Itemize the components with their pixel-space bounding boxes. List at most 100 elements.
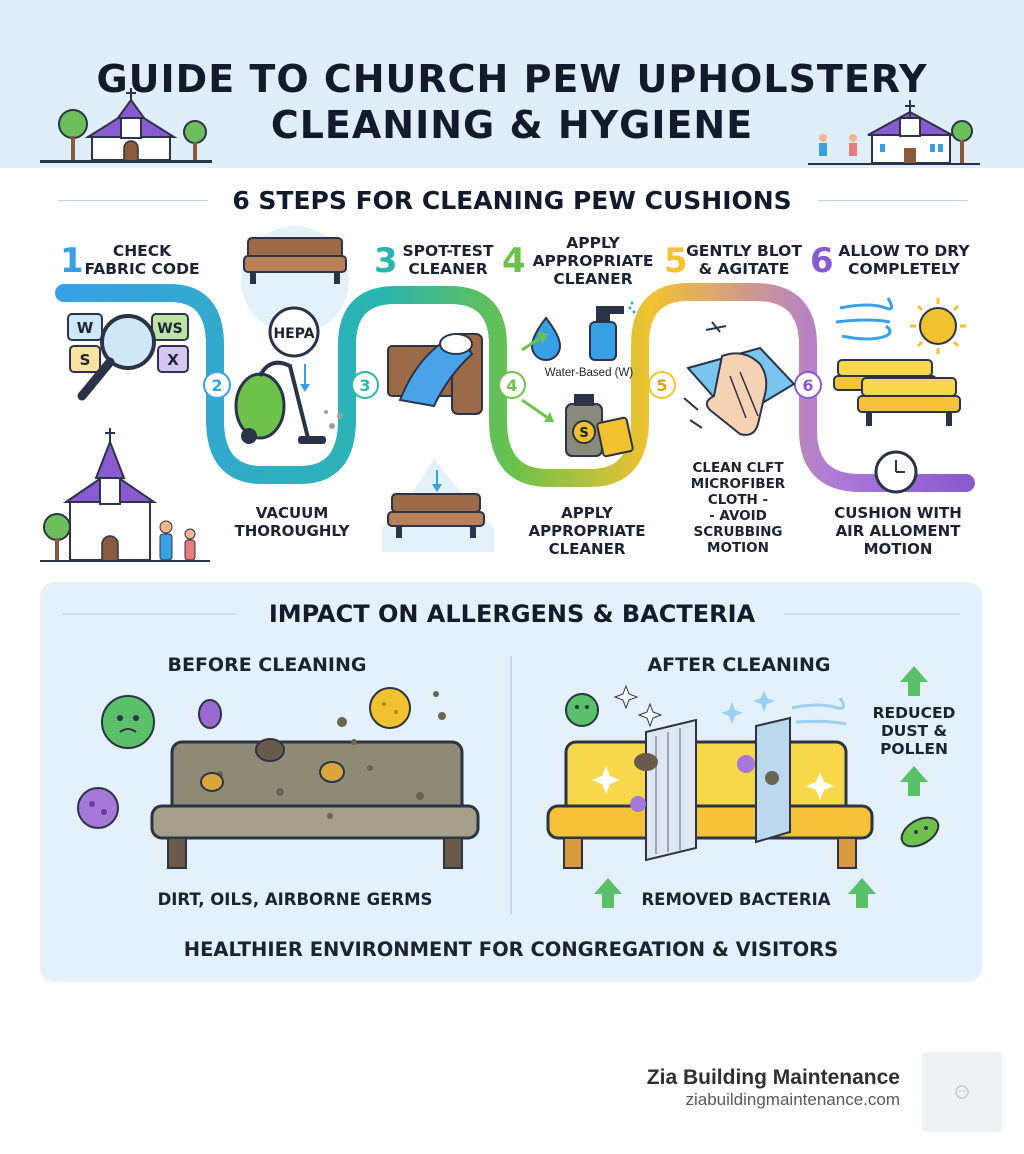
- svg-text:X: X: [167, 351, 179, 369]
- divider-right: [818, 200, 968, 201]
- caption-apply-line3: CLEANER: [548, 540, 626, 558]
- germ-faded-icon: [565, 693, 599, 727]
- reduced-line2: DUST &: [880, 722, 948, 740]
- svg-text:HEPA: HEPA: [273, 326, 314, 342]
- water-based-label: Water-Based (W): [545, 367, 634, 379]
- step-4-number: 4: [502, 241, 526, 281]
- step-1-number: 1: [60, 241, 84, 281]
- before-title: BEFORE CLEANING: [167, 654, 367, 676]
- impact-section-title: IMPACT ON ALLERGENS & BACTERIA: [268, 600, 756, 628]
- step-marker-4: 4: [498, 371, 526, 399]
- church-right-icon: [808, 100, 980, 165]
- caption-cloth-line1: CLEAN CLFT: [692, 460, 784, 476]
- caption-apply-line2: APPROPRIATE: [528, 522, 646, 540]
- svg-text:6: 6: [802, 376, 813, 395]
- step-5-label: GENTLY BLOT & AGITATE: [686, 242, 802, 278]
- step-6-label: ALLOW TO DRY COMPLETELY: [834, 242, 974, 278]
- dry-icon: [833, 297, 966, 494]
- church-bottom-icon: [40, 428, 210, 562]
- header-banner: [0, 0, 1024, 168]
- step-marker-5: 5: [648, 371, 676, 399]
- after-caption: REMOVED BACTERIA: [641, 890, 831, 909]
- step-5-number: 5: [664, 241, 688, 281]
- after-title: AFTER CLEANING: [647, 654, 831, 676]
- caption-dry-line3: MOTION: [863, 540, 933, 558]
- up-arrow-icons: [594, 666, 928, 908]
- brand-url[interactable]: ziabuildingmaintenance.com: [685, 1090, 900, 1109]
- step-4-label: APPLY APPROPRIATE CLEANER: [526, 234, 660, 288]
- caption-cloth: CLEAN CLFT MICROFIBER CLOTH - - AVOID SC…: [676, 460, 800, 556]
- brand-block: Zia Building Maintenance ziabuildingmain…: [647, 1066, 900, 1110]
- svg-text:4: 4: [506, 376, 517, 395]
- steps-path: [55, 283, 975, 492]
- fabric-code-icon: W WS S X: [67, 313, 189, 401]
- step-3-number: 3: [374, 241, 398, 281]
- before-caption: DIRT, OILS, AIRBORNE GERMS: [157, 890, 433, 909]
- step-4-label-line2: APPROPRIATE: [532, 252, 654, 270]
- page-title: GUIDE TO CHURCH PEW UPHOLSTERY CLEANING …: [0, 56, 1024, 148]
- step-1-label: CHECK FABRIC CODE: [80, 242, 204, 278]
- step-5-label-line2: & AGITATE: [698, 260, 790, 278]
- step-6-label-line2: COMPLETELY: [848, 260, 960, 278]
- caption-apply-line1: APPLY: [561, 504, 613, 522]
- step-marker-6: 6: [794, 371, 822, 399]
- filter-panels-icon: [630, 716, 791, 862]
- vacuum-icon: HEPA: [234, 226, 349, 444]
- solvent-label: S: [579, 426, 588, 441]
- page-title-line2: CLEANING & HYGIENE: [270, 103, 754, 147]
- caption-vacuum: VACUUM THOROUGHLY: [222, 504, 362, 540]
- step-3-label-line2: CLEANER: [408, 260, 488, 278]
- wind-icon: [791, 697, 847, 726]
- caption-dry-line1: CUSHION WITH: [834, 504, 962, 522]
- caption-vacuum-line2: THOROUGHLY: [234, 522, 350, 540]
- church-left-icon: [40, 88, 212, 163]
- step-1-label-line1: CHECK: [112, 242, 172, 260]
- caption-cloth-line2: MICROFIBER: [690, 476, 786, 492]
- germ-green-icon: [101, 695, 155, 749]
- caption-dry: CUSHION WITH AIR ALLOMENT MOTION: [820, 504, 976, 558]
- reduced-line3: POLLEN: [880, 740, 948, 758]
- caption-cloth-line5: SCRUBBING: [693, 524, 783, 540]
- reduced-line1: REDUCED: [872, 704, 956, 722]
- logo-icon: [955, 1085, 969, 1099]
- caption-vacuum-line1: VACUUM: [255, 504, 329, 522]
- clean-pew-icon: [546, 740, 874, 869]
- steps-section-title: 6 STEPS FOR CLEANING PEW CUSHIONS: [232, 186, 792, 215]
- step-3-label: SPOT-TEST CLEANER: [398, 242, 498, 278]
- spot-test-icon: [382, 332, 494, 552]
- impact-panel: IMPACT ON ALLERGENS & BACTERIA BEFORE CL…: [40, 582, 982, 982]
- reduced-dust-label: REDUCED DUST & POLLEN: [862, 704, 966, 758]
- step-1-label-line2: FABRIC CODE: [84, 260, 200, 278]
- step-4-label-line3: CLEANER: [553, 270, 633, 288]
- page-title-line1: GUIDE TO CHURCH PEW UPHOLSTERY: [96, 57, 928, 101]
- svg-text:2: 2: [211, 376, 222, 395]
- svg-text:5: 5: [656, 376, 667, 395]
- impact-footer: HEALTHIER ENVIRONMENT FOR CONGREGATION &…: [183, 938, 839, 961]
- step-3-label-line1: SPOT-TEST: [402, 242, 494, 260]
- impact-illustration: [62, 613, 960, 914]
- caption-apply: APPLY APPROPRIATE CLEANER: [512, 504, 662, 558]
- caption-dry-line2: AIR ALLOMENT: [835, 522, 961, 540]
- brand-name: Zia Building Maintenance: [646, 1066, 900, 1089]
- brand-logo-placeholder: [922, 1052, 1002, 1132]
- svg-text:W: W: [77, 319, 94, 337]
- germ-purple-icon: [77, 787, 119, 829]
- svg-text:WS: WS: [157, 321, 183, 337]
- pollen-icon: [337, 687, 446, 745]
- dirty-pew-icon: [150, 740, 480, 869]
- step-marker-3: 3: [351, 371, 379, 399]
- caption-cloth-line3: CLOTH -: [707, 492, 769, 508]
- divider-left: [58, 200, 208, 201]
- step-marker-2: 2: [203, 371, 231, 399]
- caption-cloth-line6: MOTION: [707, 540, 769, 556]
- sparkle-icons: [592, 684, 834, 800]
- step-6-number: 6: [810, 241, 834, 281]
- caption-cloth-line4: - AVOID: [709, 508, 767, 524]
- step-6-label-line1: ALLOW TO DRY: [838, 242, 970, 260]
- steps-illustration: 2 3 4 5 6 W WS S X HEPA: [40, 226, 975, 562]
- step-5-label-line1: GENTLY BLOT: [686, 242, 802, 260]
- dust-mite-icon: [198, 699, 345, 792]
- svg-text:3: 3: [359, 376, 370, 395]
- apply-cleaner-icon: Water-Based (W) S: [521, 301, 636, 458]
- header-illustration: [40, 88, 980, 165]
